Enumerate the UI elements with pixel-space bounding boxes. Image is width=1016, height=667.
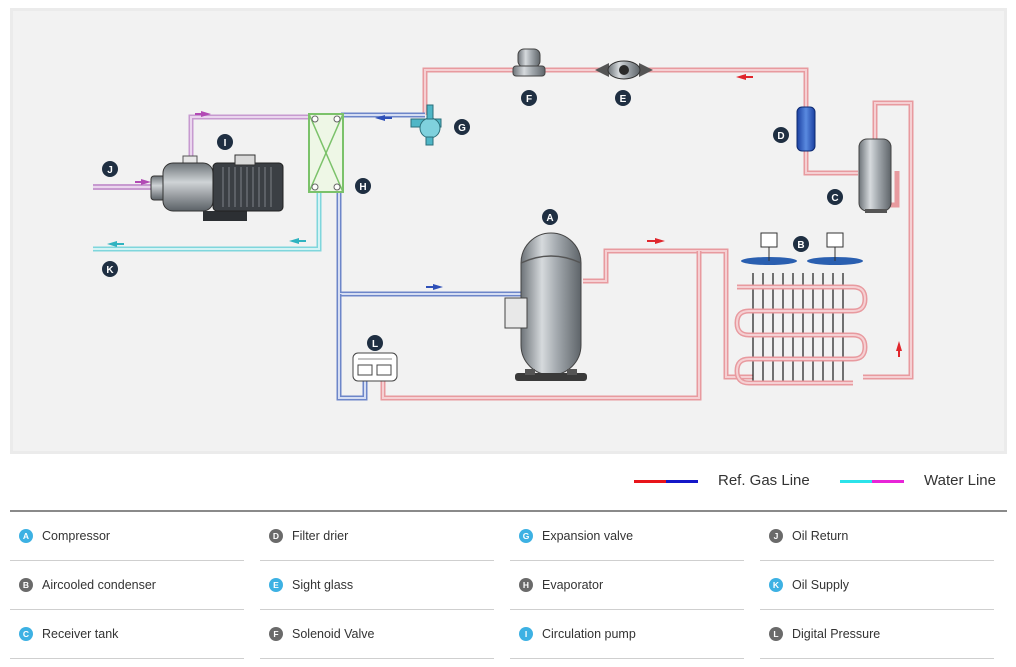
part-badge: D <box>269 529 283 543</box>
part-label: Digital Pressure <box>792 627 881 641</box>
legend-swatch-red <box>634 479 666 483</box>
part-item-e: E Sight glass <box>260 561 494 610</box>
legend-swatch-blue <box>666 479 698 483</box>
callout-b: B <box>793 236 809 252</box>
legend-divider <box>10 510 1007 512</box>
circulation-pump-drawing <box>150 154 284 221</box>
part-label: Expansion valve <box>542 529 634 543</box>
callout-h-text: H <box>359 182 366 193</box>
part-label: Sight glass <box>292 578 354 592</box>
part-badge: A <box>19 529 33 543</box>
legend-swatch-magenta <box>872 479 904 483</box>
compressor-drawing <box>504 232 587 381</box>
digital-pressure-drawing <box>352 352 398 382</box>
callout-l-text: L <box>372 339 378 350</box>
part-badge: G <box>519 529 533 543</box>
legend-water-label: Water Line <box>924 472 996 489</box>
callout-j-text: J <box>107 165 113 176</box>
refrigerant-pipes <box>336 67 914 401</box>
part-item-b: B Aircooled condenser <box>10 561 244 610</box>
refrigeration-diagram: A B C D E F G H I J K L <box>10 8 1007 454</box>
part-item-d: D Filter drier <box>260 512 494 561</box>
legend-ref-gas: Ref. Gas Line <box>634 472 810 489</box>
diagram-canvas: A B C D E F G H I J K L <box>93 48 914 401</box>
part-item-l: L Digital Pressure <box>760 610 994 659</box>
flow-arrows <box>107 74 902 357</box>
callout-c-text: C <box>831 193 838 204</box>
sight-glass-drawing <box>595 60 653 80</box>
callout-e: E <box>615 90 631 106</box>
part-badge: F <box>269 627 283 641</box>
part-label: Solenoid Valve <box>292 627 375 641</box>
solenoid-valve-drawing <box>512 48 546 77</box>
part-badge: J <box>769 529 783 543</box>
part-label: Receiver tank <box>42 627 119 641</box>
callout-c: C <box>827 189 843 205</box>
part-item-j: J Oil Return <box>760 512 994 561</box>
diagram-callouts: A B C D E F G H I J K L <box>102 90 843 351</box>
callout-k-text: K <box>106 265 114 276</box>
part-label: Aircooled condenser <box>42 578 156 592</box>
callout-e-text: E <box>620 94 627 105</box>
part-item-c: C Receiver tank <box>10 610 244 659</box>
callout-i-text: I <box>224 138 227 149</box>
part-badge: C <box>19 627 33 641</box>
callout-d-text: D <box>777 131 784 142</box>
callout-d: D <box>773 127 789 143</box>
callout-f: F <box>521 90 537 106</box>
callout-g: G <box>454 119 470 135</box>
part-badge: H <box>519 578 533 592</box>
filter-drier-drawing <box>796 106 816 152</box>
callout-j: J <box>102 161 118 177</box>
part-label: Filter drier <box>292 529 349 543</box>
evaporator-drawing <box>308 113 344 193</box>
part-label: Compressor <box>42 529 111 543</box>
legend-swatch-cyan <box>840 479 872 483</box>
water-pipes <box>93 114 322 252</box>
condenser-drawing <box>734 232 868 386</box>
callout-g-text: G <box>458 123 466 134</box>
legend-water: Water Line <box>840 472 996 489</box>
expansion-valve-drawing <box>410 104 442 146</box>
callout-l: L <box>367 335 383 351</box>
part-badge: L <box>769 627 783 641</box>
legend-ref-gas-label: Ref. Gas Line <box>718 472 810 489</box>
callout-i: I <box>217 134 233 150</box>
part-badge: K <box>769 578 783 592</box>
part-item-i: I Circulation pump <box>510 610 744 659</box>
part-badge: I <box>519 627 533 641</box>
part-item-h: H Evaporator <box>510 561 744 610</box>
callout-b-text: B <box>797 240 804 251</box>
callout-a: A <box>542 209 558 225</box>
part-item-f: F Solenoid Valve <box>260 610 494 659</box>
callout-f-text: F <box>526 94 532 105</box>
callout-a-text: A <box>546 213 553 224</box>
part-label: Evaporator <box>542 578 604 592</box>
part-badge: B <box>19 578 33 592</box>
part-item-a: A Compressor <box>10 512 244 561</box>
part-label: Oil Supply <box>792 578 849 592</box>
receiver-tank-drawing <box>858 138 892 213</box>
part-label: Circulation pump <box>542 627 636 641</box>
part-item-g: G Expansion valve <box>510 512 744 561</box>
part-badge: E <box>269 578 283 592</box>
callout-h: H <box>355 178 371 194</box>
callout-k: K <box>102 261 118 277</box>
part-label: Oil Return <box>792 529 849 543</box>
part-item-k: K Oil Supply <box>760 561 994 610</box>
